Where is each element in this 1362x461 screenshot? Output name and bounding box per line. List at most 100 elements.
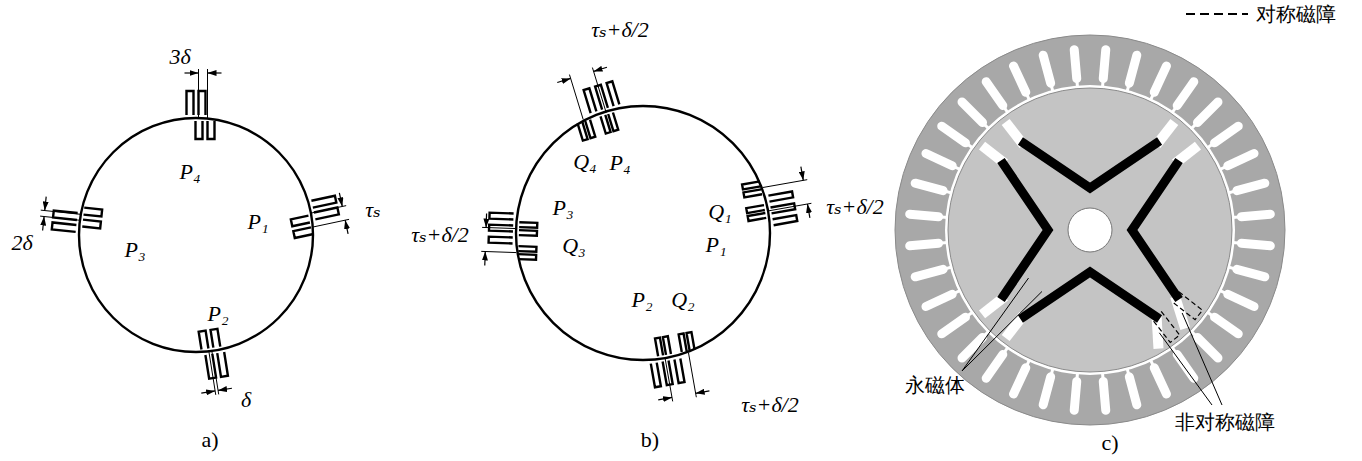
rotor-barrier [655,338,663,357]
extension-line [313,219,349,227]
stator-slot [915,183,943,191]
dimension-arrow [345,220,348,234]
barrier-label: P₃ [552,197,573,219]
barrier-label: Q₁ [708,201,732,223]
barrier-label: P₂ [631,289,652,311]
panel-a [40,69,349,395]
dimension-arrow [185,72,199,73]
dimension-arrow [208,72,222,73]
stator-slot [584,88,597,113]
barrier-label: Q₄ [573,151,597,173]
stator-slot [1177,82,1194,106]
dimension-label: τₛ+δ/2 [591,19,648,41]
dimension-label: τₛ+δ/2 [741,394,798,416]
panel-label: b) [641,429,659,451]
dimension-label: δ [241,389,251,411]
rotor-barrier [82,220,101,229]
stator-slot [187,91,194,115]
rotor-barrier [518,246,536,252]
dimension-arrow [696,391,710,393]
dimension-label: τₛ+δ/2 [826,196,883,218]
stator-slot [768,191,793,201]
extension-line [198,69,199,119]
permanent-magnet [1020,272,1159,319]
rotor-barrier [291,216,310,227]
permanent-magnet [1020,141,1159,188]
stator-slot [1074,50,1077,79]
stator-slot [1043,55,1051,83]
panel-label: a) [201,429,218,451]
air-gap [945,85,1235,375]
barrier-label: P₄ [609,152,630,174]
stator-slot [773,215,798,225]
barrier-label: Q₃ [562,235,586,257]
leader-line [1182,313,1222,405]
dimension-arrow [339,193,342,207]
legend-item: 对称磁障 [1186,4,1336,24]
stator-slot [52,222,77,231]
rotor-barrier [585,120,595,139]
stator-slot [910,214,939,217]
panel-label: c) [1101,432,1118,454]
part-label: 非对称磁障 [1175,412,1275,432]
dimension-arrow [484,252,486,266]
stator-slot [1074,381,1077,410]
dimension-arrow [594,67,607,71]
rotor-barrier [519,222,537,228]
stator-slot [1237,183,1265,191]
extension-line [209,350,216,394]
stator-slot [1103,381,1106,410]
dimension-arrow [201,391,215,393]
rotor-barrier [293,227,312,238]
part-label: 永磁体 [905,375,965,395]
dimension-arrow [218,388,232,390]
air-gap-circle [516,106,770,360]
dimension-arrow [801,167,803,181]
dimension-label: 2δ [11,232,32,254]
rotor-barrier [211,329,221,348]
stator-slot [942,126,966,143]
stator-slot [1228,154,1254,166]
permanent-magnet [1001,160,1048,299]
stator-slot [1014,368,1026,394]
rotor-barrier [748,213,767,221]
stator-slot [1103,50,1106,79]
stator-slot [962,337,983,358]
stator-slot [199,91,206,115]
stator-slot [1154,66,1166,92]
extension-line [40,216,81,220]
stator-slot [926,294,952,306]
extension-line [569,75,583,120]
stator-slot [1177,355,1194,379]
barrier-label: P₁ [247,211,268,233]
rotor-barrier [519,230,537,236]
extension-line [310,206,346,214]
extension-line [665,357,673,401]
stator-slot [314,208,339,220]
stator-slot [926,154,952,166]
rotor-barrier [746,205,765,213]
barrier-label: Q₂ [671,289,695,311]
rotor-barrier [742,181,761,189]
dimension-arrow [45,197,46,211]
extension-line [592,68,606,113]
extension-line [763,180,807,188]
rotor-barrier [687,332,695,351]
stator-slot [489,237,513,244]
legend-swatch [1186,8,1248,20]
stator-slot [1228,294,1254,306]
legend-text: 对称磁障 [1256,4,1336,24]
extension-line [41,210,82,214]
stator-slot [986,82,1003,106]
rotor-barrier [743,189,762,197]
stator-slot [1014,66,1026,92]
dimension-arrow [43,217,44,231]
barrier-label: P₂ [207,303,228,325]
stator-slot [1241,243,1270,246]
stator-slot [1215,317,1239,334]
stator-slot [1154,368,1166,394]
rotor-barrier [518,254,536,260]
leader-line [962,291,1042,371]
stator-slot [311,196,336,208]
